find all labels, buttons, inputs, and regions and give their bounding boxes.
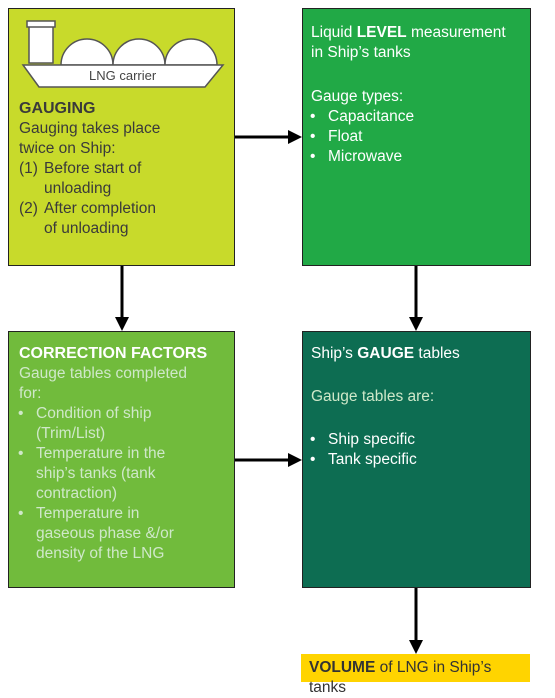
ship-label: LNG carrier [89, 68, 157, 83]
level-heading-bold: LEVEL [356, 24, 407, 41]
level-measurement-box: Liquid LEVEL measurement in Ship’s tanks… [302, 8, 531, 266]
ship-funnel-cap-shape [26, 20, 56, 28]
gauge-tables-subtitle: Gauge tables are: [311, 388, 435, 405]
gauge-types-list: Capacitance Float Microwave [306, 107, 414, 167]
correction-item-line: Temperature in the [36, 445, 166, 462]
gauging-title: GAUGING [19, 100, 96, 117]
correction-item: Condition of ship (Trim/List) [14, 404, 174, 444]
gauge-type-item: Microwave [306, 147, 414, 167]
step-text-line: After completion [44, 200, 156, 217]
correction-list: Condition of ship (Trim/List) Temperatur… [14, 404, 174, 564]
step-text-line: of unloading [44, 220, 129, 237]
correction-item-line: Condition of ship [36, 405, 152, 422]
gauge-table-item: Ship specific [306, 430, 417, 450]
gauge-tables-title-bold: GAUGE [357, 345, 415, 362]
gauging-text-line: twice on Ship: [19, 140, 116, 157]
correction-item-line: ship’s tanks (tank [36, 465, 156, 482]
volume-box: VOLUME of LNG in Ship’s tanks [301, 654, 530, 696]
ship-hull-shape [21, 64, 225, 88]
correction-text-line: for: [19, 385, 42, 402]
level-heading-line: in Ship’s tanks [311, 44, 411, 61]
correction-item-line: Temperature in [36, 505, 140, 522]
arrowhead [288, 130, 302, 144]
tank-dome-shape [164, 38, 218, 66]
correction-item: Temperature in the ship’s tanks (tank co… [14, 444, 174, 504]
arrowhead [409, 640, 423, 654]
correction-item-line: (Trim/List) [36, 425, 106, 442]
gauge-tables-title: Ship’s GAUGE tables [311, 344, 460, 364]
step-text-line: unloading [44, 180, 112, 197]
step-text-line: Before start of [44, 160, 142, 177]
gauging-box: LNG carrier GAUGING Gauging takes place … [8, 8, 235, 266]
level-heading-pre: Liquid [311, 24, 357, 41]
gauge-type-item: Capacitance [306, 107, 414, 127]
gauging-steps-list: (1) Before start of unloading (2) After … [19, 159, 156, 239]
gauge-tables-box: Ship’s GAUGE tables Gauge tables are: Sh… [302, 331, 531, 588]
gauge-type-item: Float [306, 127, 414, 147]
correction-item-line: gaseous phase &/or [36, 525, 174, 542]
gauge-tables-title-post: tables [414, 345, 460, 362]
correction-item-line: contraction) [36, 485, 117, 502]
correction-item-line: density of the LNG [36, 545, 165, 562]
gauging-step: (2) After completion of unloading [19, 199, 156, 239]
gauge-table-item: Tank specific [306, 450, 417, 470]
gauge-tables-title-pre: Ship’s [311, 345, 358, 362]
correction-factors-box: CORRECTION FACTORS Gauge tables complete… [8, 331, 235, 588]
tank-dome-shape [112, 38, 166, 66]
tank-dome-shape [60, 38, 114, 66]
gauging-text-line: Gauging takes place [19, 120, 161, 137]
gauge-types-label: Gauge types: [311, 88, 404, 105]
arrowhead [409, 317, 423, 331]
level-heading-line: Liquid LEVEL measurement [311, 23, 506, 43]
gauge-tables-list: Ship specific Tank specific [306, 430, 417, 470]
correction-text-line: Gauge tables completed [19, 365, 188, 382]
lng-carrier-icon [21, 20, 225, 88]
level-heading-post: measurement [406, 24, 506, 41]
volume-text-bold: VOLUME [309, 659, 376, 676]
ship-funnel-shape [28, 22, 54, 64]
step-number: (1) [19, 160, 38, 177]
correction-item: Temperature in gaseous phase &/or densit… [14, 504, 174, 564]
gauging-step: (1) Before start of unloading [19, 159, 156, 199]
arrowhead [115, 317, 129, 331]
correction-title: CORRECTION FACTORS [19, 345, 208, 362]
volume-text: VOLUME of LNG in Ship’s tanks [309, 658, 530, 698]
step-number: (2) [19, 200, 38, 217]
arrowhead [288, 453, 302, 467]
